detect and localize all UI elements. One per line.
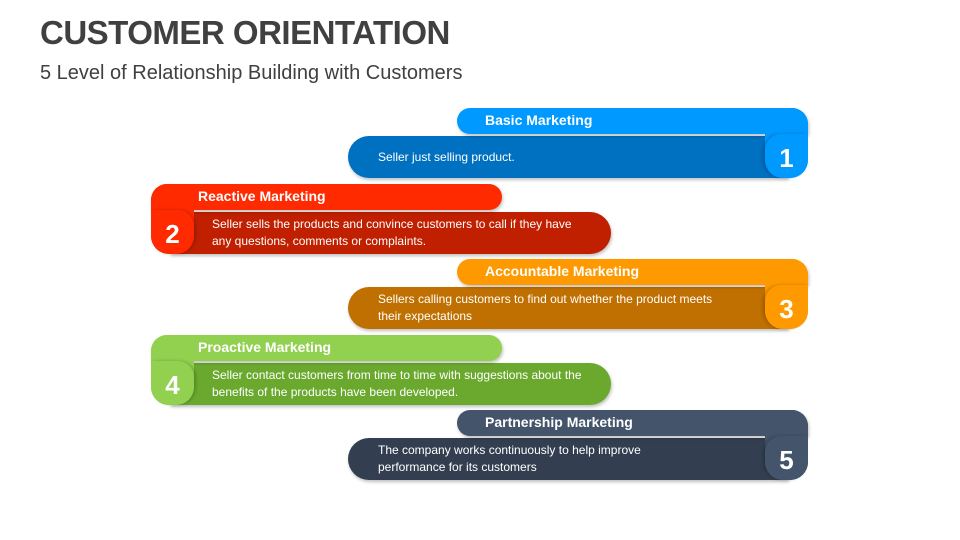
level-4: Seller contact customers from time to ti… (0, 335, 960, 407)
level-header: Proactive Marketing (151, 335, 502, 361)
level-body: Seller contact customers from time to ti… (170, 363, 611, 405)
level-text: The company works continuously to help i… (378, 443, 641, 474)
level-body: Sellers calling customers to find out wh… (348, 287, 788, 329)
level-header: Reactive Marketing (151, 184, 502, 210)
level-text: Seller contact customers from time to ti… (212, 368, 582, 399)
level-5: The company works continuously to help i… (0, 410, 960, 482)
level-text: Sellers calling customers to find out wh… (378, 292, 713, 323)
level-number: 2 (151, 184, 194, 254)
level-1: Seller just selling product. Basic Marke… (0, 108, 960, 180)
level-body: The company works continuously to help i… (348, 438, 788, 480)
level-text: Seller sells the products and convince c… (212, 217, 572, 248)
level-text: Seller just selling product. (378, 149, 515, 164)
level-header: Partnership Marketing (457, 410, 808, 436)
level-number: 3 (765, 259, 808, 329)
level-3: Sellers calling customers to find out wh… (0, 259, 960, 331)
level-number: 4 (151, 335, 194, 405)
page-title: CUSTOMER ORIENTATION (40, 14, 450, 51)
page-subtitle: 5 Level of Relationship Building with Cu… (40, 62, 463, 84)
level-number: 1 (765, 108, 808, 178)
level-body: Seller sells the products and convince c… (170, 212, 611, 254)
level-2: Seller sells the products and convince c… (0, 184, 960, 256)
level-body: Seller just selling product. (348, 136, 788, 178)
level-number: 5 (765, 410, 808, 480)
level-header: Basic Marketing (457, 108, 808, 134)
level-header: Accountable Marketing (457, 259, 808, 285)
